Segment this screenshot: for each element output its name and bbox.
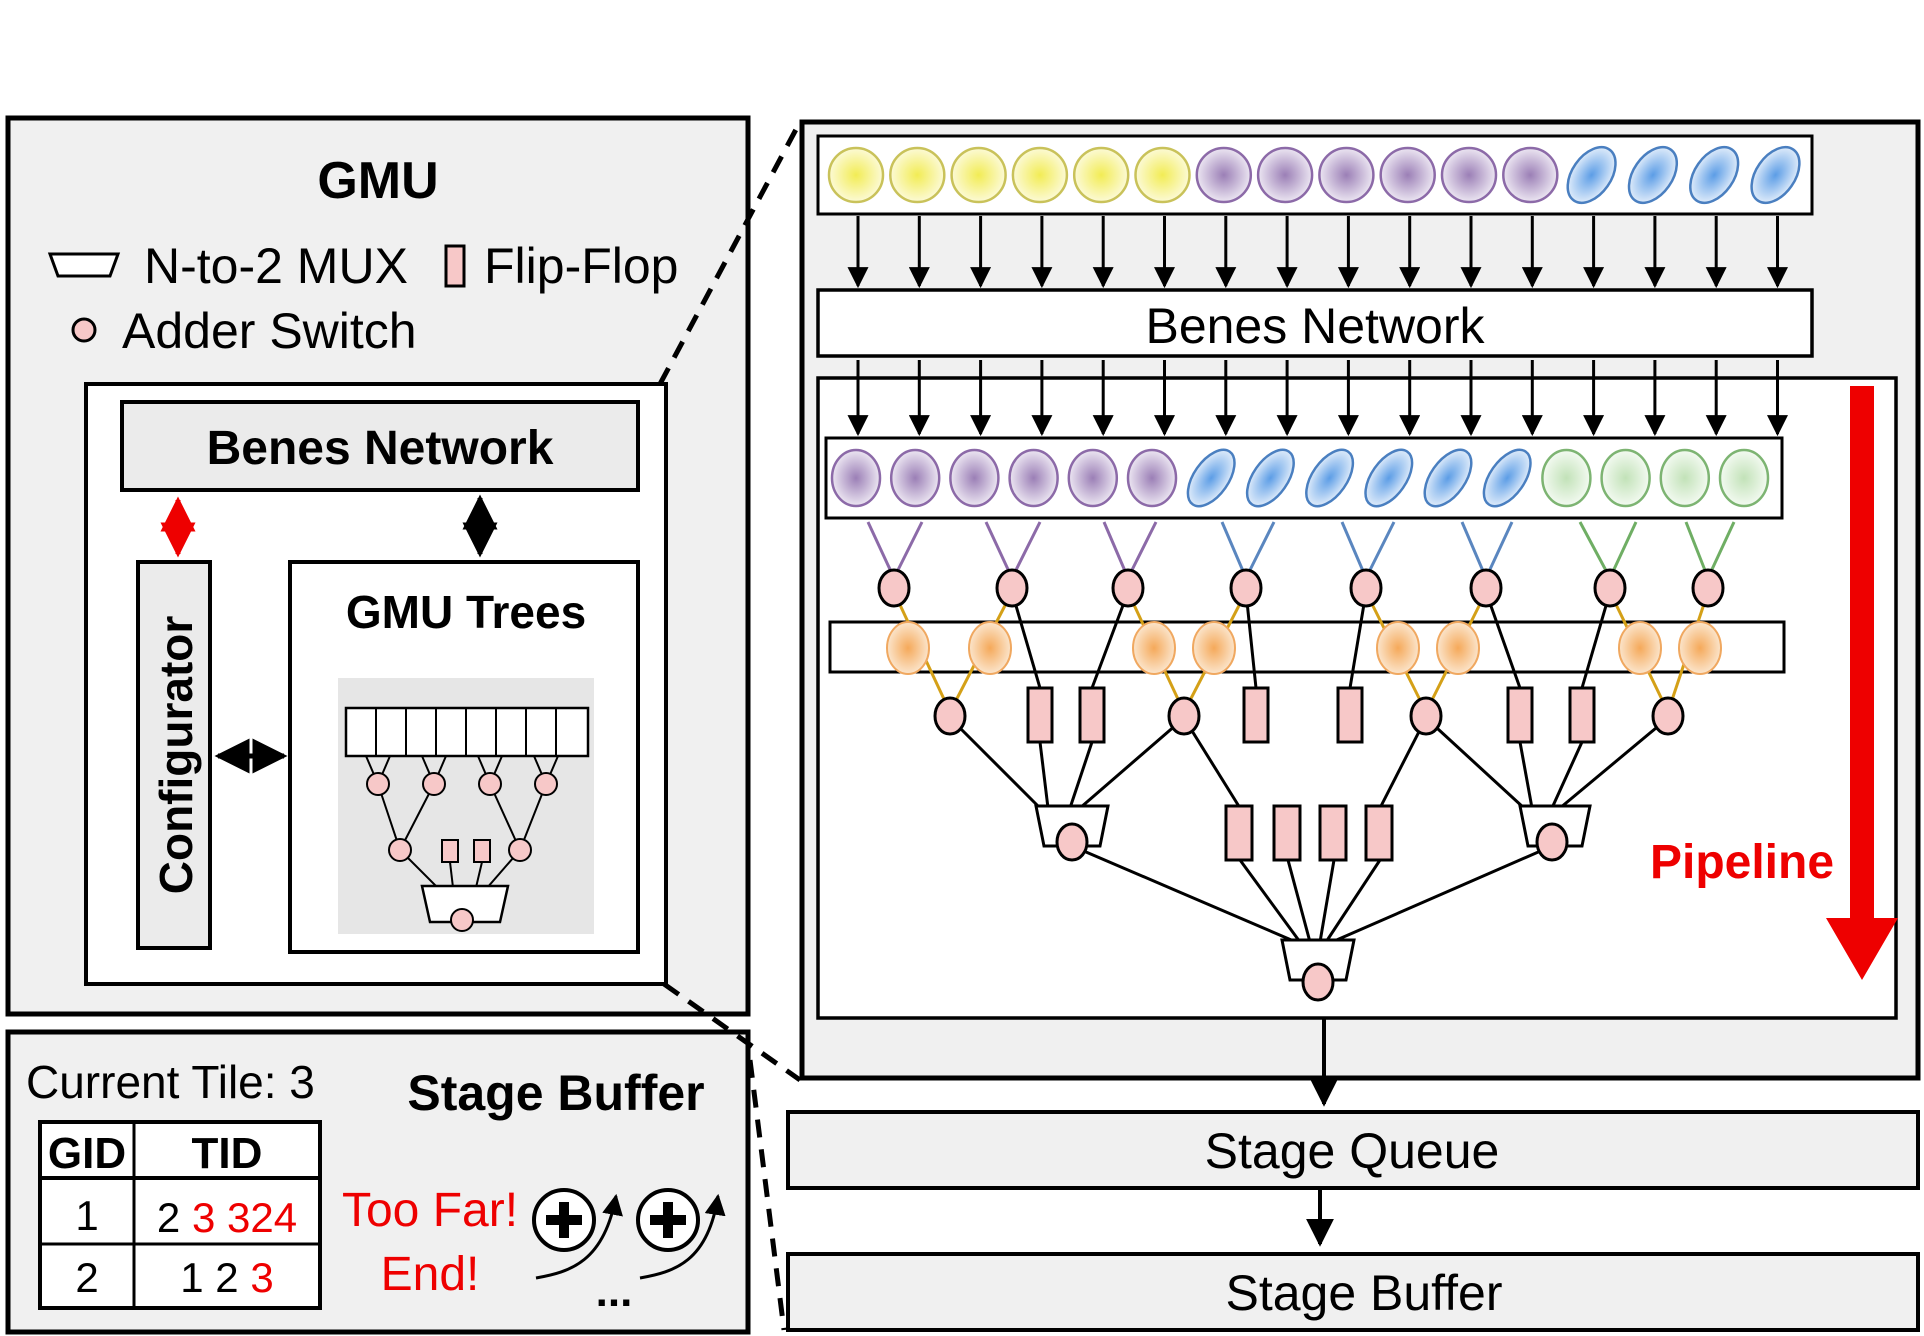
orange-adder-7 <box>1618 621 1662 675</box>
table-row-2-tid-red: 3 <box>250 1254 273 1301</box>
detail-stage-buffer-box <box>786 1252 1920 1332</box>
detail-stage-buffer-label: Stage Buffer <box>1225 1265 1502 1321</box>
mux-legend-icon <box>47 252 121 278</box>
benes-output-arrows <box>847 360 1788 437</box>
mid-element-row-items <box>830 448 1770 508</box>
top-row-yellow-element-5 <box>1072 146 1130 204</box>
stage-buffer-panel: Current Tile: 3 Stage Buffer GID TID 1 2… <box>5 1029 751 1335</box>
top-row-purple-element-10 <box>1379 146 1436 204</box>
mid-row-blue-element-9 <box>1305 448 1355 508</box>
benes-network-box <box>120 400 640 492</box>
flipflops-level1 <box>1026 686 1596 744</box>
mid-row-green-element-16 <box>1718 448 1770 508</box>
mid-row-blue-element-10 <box>1364 448 1414 508</box>
top-row-yellow-element-6 <box>1134 146 1191 204</box>
top-row-blue-element-15 <box>1689 145 1740 205</box>
top-row-purple-element-7 <box>1195 146 1253 204</box>
orange-adder-8 <box>1678 621 1722 675</box>
top-row-blue-element-13 <box>1566 145 1617 205</box>
mid-row-purple-element-6 <box>1126 448 1178 508</box>
table-row-1-tid-red: 3 324 <box>192 1194 297 1241</box>
configurator-label: Configurator <box>150 616 202 895</box>
gmu-panel: GMU N-to-2 MUX Flip-Flop Adder Switch Be… <box>5 115 751 1017</box>
stage-buffer-title: Stage Buffer <box>407 1065 704 1121</box>
table-row-2-tid-plain: 1 2 <box>180 1254 250 1301</box>
table-header-tid: TID <box>192 1129 263 1178</box>
accumulate-plus-icon-1 <box>532 1188 623 1280</box>
flipflops-level2 <box>1224 804 1394 862</box>
input-arrows <box>847 216 1788 289</box>
stage-queue-box <box>786 1110 1920 1190</box>
top-row-blue-element-14 <box>1627 145 1679 205</box>
detail-benes-box <box>816 288 1814 358</box>
top-row-purple-element-8 <box>1256 146 1314 204</box>
top-row-yellow-element-1 <box>827 146 885 204</box>
pipeline-label: Pipeline <box>1650 836 1834 889</box>
gmu-trees-label: GMU Trees <box>346 586 586 638</box>
orange-adder-1 <box>886 621 930 675</box>
adder-legend-icon <box>71 317 97 343</box>
table-row-1-tid-plain: 2 <box>157 1194 192 1241</box>
too-far-label: Too Far! <box>342 1184 518 1237</box>
orange-adder-5 <box>1376 621 1420 675</box>
orange-adder-4 <box>1192 621 1236 675</box>
benes-network-label: Benes Network <box>207 422 554 475</box>
mid-row-blue-element-12 <box>1482 448 1532 508</box>
flipflop-legend-icon <box>444 244 466 288</box>
accumulate-plus-icon-2 <box>636 1188 726 1280</box>
mux-final <box>1280 938 1356 1002</box>
gid-tid-table: GID TID 1 2 3 324 2 1 2 3 <box>38 1120 322 1310</box>
legend-adder-label: Adder Switch <box>122 303 417 359</box>
top-row-purple-element-11 <box>1440 146 1498 204</box>
level1-adders <box>877 568 1725 608</box>
table-row-2-tid: 1 2 3 <box>180 1254 273 1301</box>
mini-tree <box>338 678 594 934</box>
orange-adder-row <box>886 621 1722 675</box>
element-traces <box>866 521 1736 579</box>
table-header-gid: GID <box>48 1129 126 1178</box>
top-element-row-items <box>827 145 1801 205</box>
mid-row-purple-element-3 <box>949 448 1000 508</box>
end-label: End! <box>381 1248 480 1301</box>
stage-queue-label: Stage Queue <box>1205 1123 1500 1179</box>
orange-adder-6 <box>1436 621 1480 675</box>
mid-row-green-element-14 <box>1600 448 1651 508</box>
top-row-purple-element-12 <box>1502 146 1559 204</box>
table-row-1-tid: 2 3 324 <box>157 1194 297 1241</box>
current-tile-label: Current Tile: 3 <box>26 1056 315 1108</box>
detail-panel: Benes Network <box>799 119 1921 1081</box>
table-row-1-gid: 1 <box>75 1192 98 1239</box>
legend-mux-label: N-to-2 MUX <box>144 238 408 294</box>
top-row-yellow-element-3 <box>950 146 1007 204</box>
pipeline-arrow <box>1826 386 1898 980</box>
detail-benes-label: Benes Network <box>1145 298 1485 354</box>
level2-adders <box>933 696 1685 736</box>
orange-adder-3 <box>1132 621 1176 675</box>
legend-flipflop-label: Flip-Flop <box>484 238 678 294</box>
mid-row-green-element-13 <box>1541 448 1592 508</box>
mid-row-blue-element-11 <box>1423 448 1473 508</box>
table-row-2-gid: 2 <box>75 1254 98 1301</box>
mid-row-blue-element-7 <box>1186 448 1236 508</box>
mux-right <box>1518 804 1592 862</box>
mux-left <box>1034 804 1110 862</box>
top-row-purple-element-9 <box>1318 146 1375 204</box>
orange-adder-2 <box>968 621 1012 675</box>
mid-row-purple-element-4 <box>1008 448 1059 508</box>
top-row-yellow-element-2 <box>889 146 946 204</box>
mid-row-purple-element-5 <box>1067 448 1119 508</box>
top-row-blue-element-16 <box>1750 145 1801 205</box>
mid-row-blue-element-8 <box>1245 448 1295 508</box>
ellipsis-label: ... <box>596 1267 633 1316</box>
configurator-box <box>136 560 212 950</box>
gmu-title: GMU <box>317 152 438 210</box>
mid-row-green-element-15 <box>1659 448 1711 508</box>
top-row-yellow-element-4 <box>1011 146 1069 204</box>
mid-row-purple-element-2 <box>889 448 941 508</box>
zoom-callout-lines <box>657 120 803 1331</box>
mid-row-purple-element-1 <box>830 448 882 508</box>
